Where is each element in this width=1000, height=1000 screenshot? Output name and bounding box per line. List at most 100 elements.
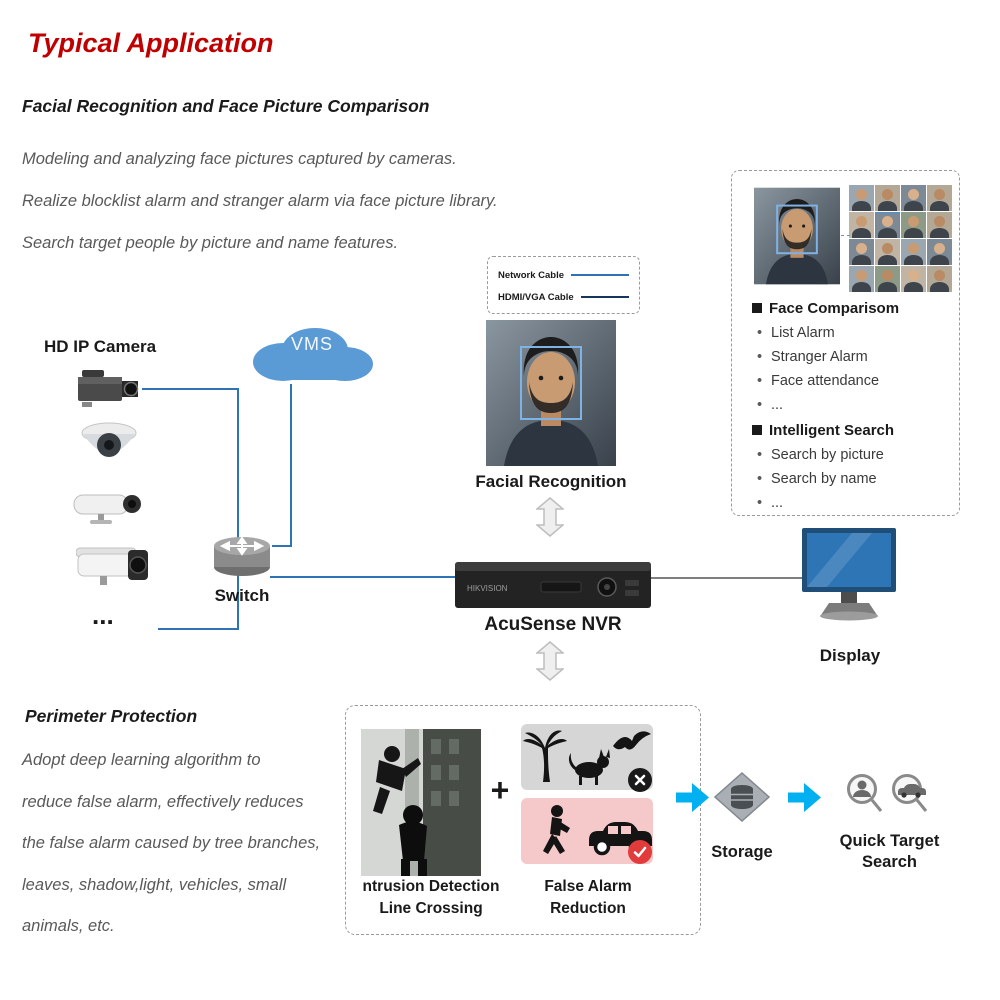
face-comparison-title: Face Comparisom [769,299,900,317]
switch-label: Switch [214,586,270,605]
bullet-camera-small-icon [70,486,144,531]
face-thumbnail [875,239,900,265]
vms-cloud-icon: VMS [243,320,381,386]
bidirectional-arrow-icon [534,497,566,542]
flow-arrow-icon [788,783,821,817]
description-line: Adopt deep learning algorithm to [22,751,261,769]
reject-x-badge [628,768,652,792]
network-cable-swatch [571,274,629,276]
face-detection-box [520,346,582,420]
hd-ip-camera-label: HD IP Camera [44,337,157,356]
face-thumbnail [901,185,926,211]
face-thumbnail [927,212,952,238]
face-match-link-line [841,235,850,236]
true-target-image [521,798,653,864]
page-title: Typical Application [28,28,274,58]
description-line: the false alarm caused by tree branches, [22,834,321,853]
face-thumbnail [901,266,926,292]
face-thumbnail [927,266,952,292]
storage-label: Storage [711,843,773,861]
face-detection-box [776,204,818,255]
vms-label: VMS [290,334,333,354]
face-thumbnail-matched [875,212,900,238]
box-camera-icon [76,366,144,415]
switch-icon [212,534,272,583]
list-item: Search by name [752,467,947,491]
intrusion-detection-image [361,729,481,881]
description-line: reduce false alarm, effectively reduces [22,792,304,811]
facial-recognition-image [486,320,616,471]
storage-icon [713,771,771,827]
dome-camera-icon [80,420,138,475]
false-alarm-caption: False Alarm Reduction [524,876,652,920]
face-thumbnail [901,212,926,238]
legend-row-network: Network Cable [498,265,629,285]
face-thumbnail [927,239,952,265]
face-thumbnail [901,239,926,265]
face-feature-list: Face Comparisom List Alarm Stranger Alar… [752,295,947,515]
list-item: ... [752,393,947,417]
switch-nvr-line [270,576,456,578]
label-line: Search [861,853,918,871]
intelligent-search-header: Intelligent Search [752,417,947,443]
perimeter-protection-box: + [345,705,701,935]
intrusion-detection-caption: ntrusion Detection Line Crossing [346,876,516,920]
intelligent-search-title: Intelligent Search [769,421,895,439]
description-line: animals, etc. [22,917,115,936]
description-line: leaves, shadow,light, vehicles, small [22,875,287,894]
list-item: ... [752,491,947,515]
perimeter-section-description: Adopt deep learning algorithm to reduce … [22,740,352,948]
false-target-image [521,724,653,790]
square-bullet-icon [752,303,762,313]
flow-arrow-icon [676,783,709,817]
bidirectional-arrow-icon [534,641,566,686]
nvr-device-icon: HIKVISION [455,560,651,615]
label-line: Quick Target [839,832,940,850]
camera-network-line-bottom [158,628,238,630]
nvr-brand-text: HIKVISION [467,584,508,593]
face-thumbnail [875,185,900,211]
face-comparison-images [754,185,953,292]
accept-check-badge [628,840,652,864]
hdmi-vga-cable-label: HDMI/VGA Cable [498,291,574,303]
caption-line: ntrusion Detection [362,878,500,895]
face-thumbnail [849,212,874,238]
camera-network-line [142,388,238,390]
plus-sign: + [490,772,510,808]
network-cable-label: Network Cable [498,269,564,281]
quick-target-search-icon [840,772,940,823]
legend-row-hdmi: HDMI/VGA Cable [498,287,629,307]
display-monitor-icon [800,526,900,637]
facial-recognition-label: Facial Recognition [475,472,627,491]
hdmi-vga-cable-swatch [580,296,629,298]
face-thumbnail [849,266,874,292]
face-thumbnail [849,185,874,211]
list-item: Search by picture [752,443,947,467]
nvr-display-hdmi-line [651,577,802,579]
square-bullet-icon [752,425,762,435]
description-line: Search target people by picture and name… [22,234,399,252]
captured-face-image [754,185,840,292]
face-thumbnail [875,266,900,292]
quick-target-search-label: Quick Target Search [832,831,947,873]
caption-line: False Alarm [544,878,632,895]
facial-section-description: Modeling and analyzing face pictures cap… [22,138,498,264]
list-item: Stranger Alarm [752,345,947,369]
caption-line: Reduction [550,900,626,917]
face-library-grid [849,185,953,292]
display-label: Display [819,646,881,665]
list-item: Face attendance [752,369,947,393]
vms-switch-line [272,545,292,547]
face-thumbnail [927,185,952,211]
bullet-camera-large-icon [75,540,152,597]
caption-line: Line Crossing [379,900,483,917]
camera-trunk-line [237,388,239,630]
description-line: Realize blocklist alarm and stranger ala… [22,192,498,210]
face-comparison-panel: Face Comparisom List Alarm Stranger Alar… [731,170,960,516]
vms-network-line [290,384,292,547]
nvr-label: AcuSense NVR [484,614,622,635]
perimeter-section-heading: Perimeter Protection [25,706,198,726]
cable-legend: Network Cable HDMI/VGA Cable [487,256,640,314]
more-cameras-ellipsis: ... [92,600,114,630]
